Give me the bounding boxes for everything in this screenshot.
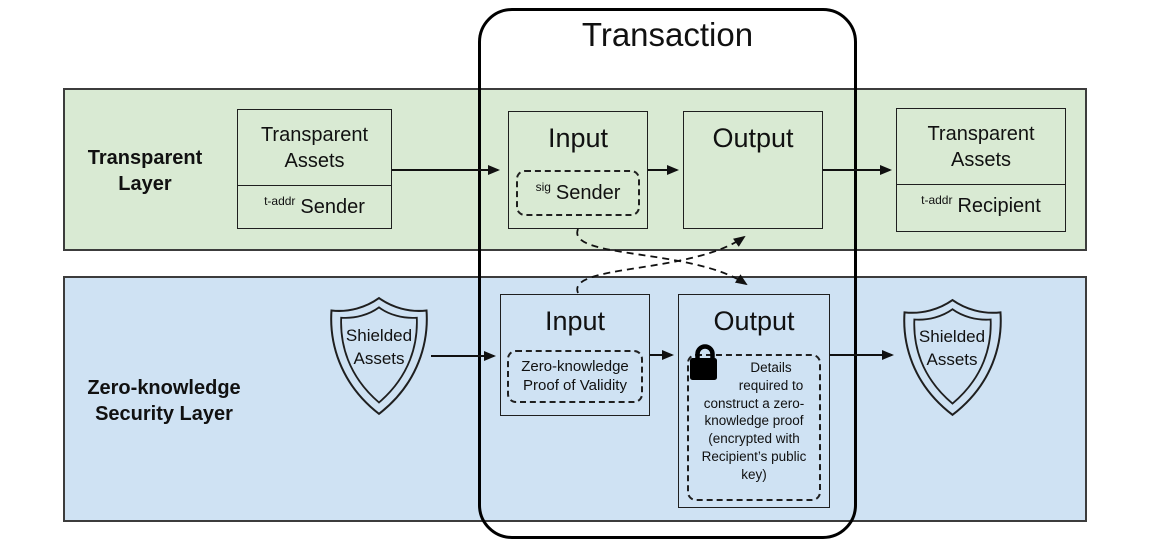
shielded-output-title: Output — [713, 306, 795, 336]
shield-label-right: Shielded Assets — [918, 327, 986, 369]
transparent-output-box: Output — [683, 111, 823, 229]
output-details-text: Details required to construct a zero-kno… — [701, 360, 807, 482]
sig-prefix: sig — [535, 180, 551, 194]
sig-sender-name: Sender — [555, 181, 621, 204]
shielded-input-title: Input — [544, 306, 606, 336]
t-addr-prefix: t-addr — [921, 193, 953, 207]
transparent-output-title: Output — [712, 123, 794, 153]
sig-sender-box: sig Sender — [516, 170, 640, 216]
recipient-name: Recipient — [957, 194, 1041, 217]
shield-label-left: Shielded Assets — [345, 326, 413, 368]
transparent-input-box: Input sig Sender — [508, 111, 648, 229]
shielded-input-box: Input Zero-knowledge Proof of Validity — [500, 294, 650, 416]
transaction-container — [478, 8, 857, 539]
sender-addr-cell: t-addr Sender — [238, 186, 391, 228]
sender-name: Sender — [300, 195, 365, 218]
recipient-assets-title: Transparent Assets — [897, 109, 1065, 185]
transparent-input-title: Input — [547, 123, 609, 153]
zk-proof-note: Zero-knowledge Proof of Validity — [507, 350, 643, 403]
transaction-title: Transaction — [581, 16, 754, 53]
transparent-layer-label: Transparent Layer — [87, 147, 203, 195]
recipient-addr-cell: t-addr Recipient — [897, 185, 1065, 227]
transparent-layer-band — [63, 88, 1087, 251]
shielded-output-box: Output Details required to construct a z… — [678, 294, 830, 508]
sender-assets-box: Transparent Assets t-addr Sender — [237, 109, 392, 229]
t-addr-prefix: t-addr — [264, 194, 296, 208]
output-details-note: Details required to construct a zero-kno… — [687, 354, 821, 501]
zk-layer-label: Zero-knowledge Security Layer — [87, 377, 241, 425]
recipient-assets-box: Transparent Assets t-addr Recipient — [896, 108, 1066, 232]
sender-assets-title: Transparent Assets — [238, 110, 391, 186]
